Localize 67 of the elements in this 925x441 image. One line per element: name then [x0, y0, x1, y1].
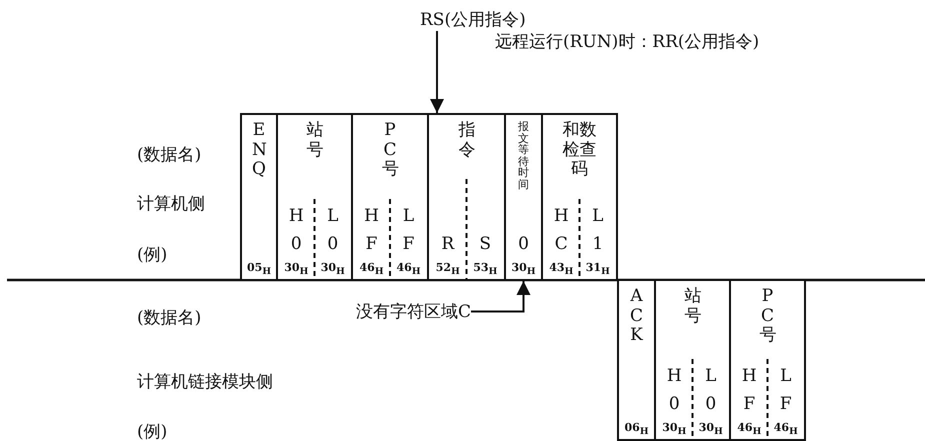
field-cell	[351, 113, 429, 281]
row-label: 计算机链接模块侧	[137, 371, 273, 393]
hex-code: 06$_{H}$	[624, 422, 650, 438]
byte-label: H	[288, 207, 305, 227]
hex-code: 30$_{H}$	[320, 262, 346, 278]
byte-label: H	[363, 207, 380, 227]
field-name: 站号	[306, 121, 322, 160]
example-value: S	[478, 235, 492, 255]
byte-label: L	[326, 207, 340, 227]
hex-code: 30$_{H}$	[283, 262, 310, 278]
example-value: C	[554, 235, 569, 255]
hex-code: 46$_{H}$	[358, 262, 384, 278]
hex-code: 30$_{H}$	[510, 262, 536, 278]
row-label: (数据名)	[137, 144, 202, 166]
annotation-text: RS(公用指令)	[420, 8, 526, 31]
example-value: R	[440, 235, 456, 255]
field-cell	[617, 279, 656, 441]
field-cell	[240, 113, 278, 281]
field-name: ACK	[630, 287, 644, 346]
example-value: 0	[326, 235, 340, 255]
field-name: PC号	[760, 287, 776, 346]
example-value: 0	[668, 395, 681, 415]
field-cell	[276, 113, 353, 281]
byte-label: L	[779, 367, 792, 387]
byte-label: L	[402, 207, 416, 227]
field-cell	[541, 113, 618, 281]
byte-label: H	[552, 207, 570, 227]
hex-code: 46$_{H}$	[736, 422, 762, 438]
byte-label: L	[704, 367, 718, 387]
row-label: (例)	[137, 421, 168, 441]
field-name: 和数检查码	[562, 121, 598, 180]
note-text: 远程运行(RUN)时：RR(公用指令)	[495, 31, 760, 53]
row-label: (例)	[137, 244, 168, 266]
byte-label: H	[740, 367, 758, 387]
byte-label: H	[666, 367, 683, 387]
hex-code: 46$_{H}$	[772, 422, 799, 438]
example-value: F	[778, 395, 793, 415]
hex-code: 43$_{H}$	[548, 262, 574, 278]
hex-code: 30$_{H}$	[661, 422, 688, 438]
hex-code: 52$_{H}$	[434, 262, 461, 278]
arrow	[471, 281, 530, 312]
byte-label: L	[591, 207, 604, 227]
field-name: 报文等待时间	[518, 121, 530, 190]
field-cell	[427, 113, 506, 281]
example-value: 0	[704, 395, 718, 415]
row-label: 计算机侧	[137, 193, 205, 215]
example-value: 0	[290, 235, 303, 255]
field-cell	[729, 279, 806, 441]
annotation-text: 没有字符区域C	[356, 300, 472, 323]
hex-code: 53$_{H}$	[472, 262, 498, 278]
field-name: ENQ	[252, 121, 266, 180]
arrow	[430, 31, 444, 113]
example-value: F	[364, 235, 378, 255]
example-value: F	[402, 235, 416, 255]
field-name: PC号	[382, 121, 398, 180]
hex-code: 46$_{H}$	[396, 262, 422, 278]
row-label: (数据名)	[137, 307, 202, 329]
example-value: 0	[517, 235, 530, 255]
field-cell	[504, 113, 543, 281]
hex-code: 30$_{H}$	[698, 422, 724, 438]
field-name: 站号	[684, 287, 700, 326]
field-name: 指令	[458, 121, 474, 160]
field-cell	[654, 279, 731, 441]
example-value: 1	[591, 235, 604, 255]
hex-code: 31$_{H}$	[584, 262, 611, 278]
example-value: F	[742, 395, 756, 415]
hex-code: 05$_{H}$	[246, 262, 272, 278]
